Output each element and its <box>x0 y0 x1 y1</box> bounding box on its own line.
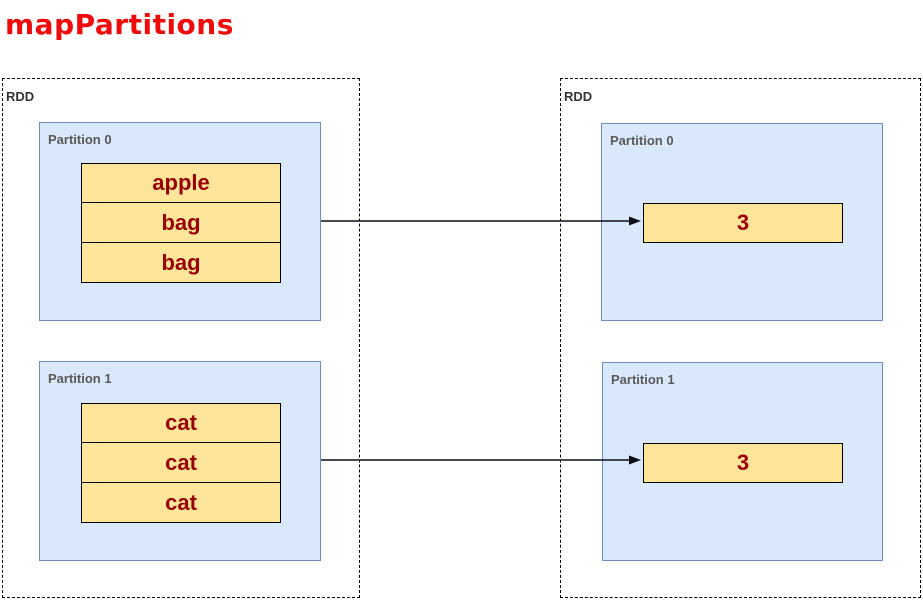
item-row: bag <box>81 203 281 243</box>
result-value-box: 3 <box>643 443 843 483</box>
item-row: apple <box>81 163 281 203</box>
item-row: bag <box>81 243 281 283</box>
rdd-label: RDD <box>6 89 35 104</box>
partition-label: Partition 1 <box>611 372 675 387</box>
item-row: cat <box>81 443 281 483</box>
partition-box-output-0: Partition 0 3 <box>601 123 883 321</box>
item-stack: apple bag bag <box>81 163 281 283</box>
diagram-title: mapPartitions <box>5 8 234 41</box>
partition-label: Partition 0 <box>610 133 674 148</box>
partition-box-output-1: Partition 1 3 <box>602 362 883 561</box>
partition-label: Partition 0 <box>48 132 112 147</box>
rdd-container-input: RDD Partition 0 apple bag bag Partition … <box>2 78 360 598</box>
partition-box-input-1: Partition 1 cat cat cat <box>39 361 321 561</box>
item-row: cat <box>81 403 281 443</box>
result-value-box: 3 <box>643 203 843 243</box>
rdd-container-output: RDD Partition 0 3 Partition 1 3 <box>560 78 921 598</box>
item-stack: cat cat cat <box>81 403 281 523</box>
item-row: cat <box>81 483 281 523</box>
partition-box-input-0: Partition 0 apple bag bag <box>39 122 321 321</box>
rdd-label: RDD <box>564 89 593 104</box>
partition-label: Partition 1 <box>48 371 112 386</box>
